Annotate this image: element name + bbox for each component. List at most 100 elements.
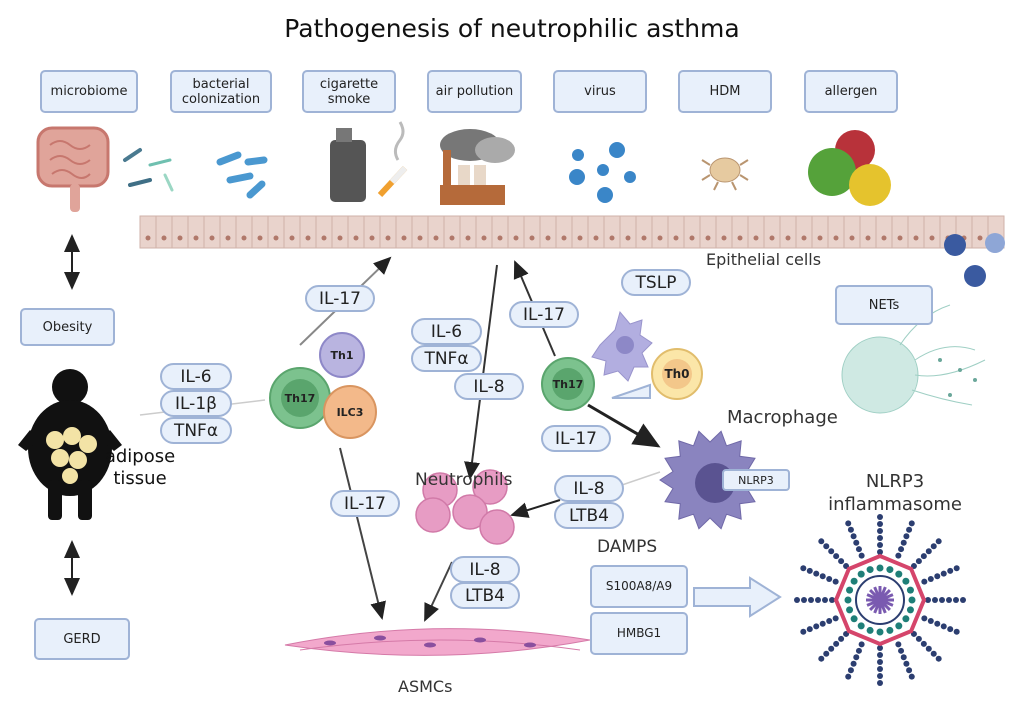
epithelial-cell <box>427 215 445 249</box>
epithelial-cell <box>155 215 173 249</box>
cytokine-il17-macrophage: IL-17 <box>541 425 611 452</box>
inflammasome-bead <box>838 558 845 565</box>
inflammasome-bead <box>853 539 860 546</box>
inflammasome-bead <box>855 546 862 553</box>
asmcs-label: ASMCs <box>398 677 453 696</box>
inflammasome-bead <box>925 548 932 555</box>
trigger-hdm: HDM <box>678 70 772 113</box>
inflammasome-bead <box>819 620 826 627</box>
inflammasome-bead <box>828 548 835 555</box>
epithelial-cell <box>555 215 573 249</box>
epithelial-cell <box>683 215 701 249</box>
epithelial-cell <box>283 215 301 249</box>
epithelial-cell <box>539 215 557 249</box>
inflammasome-bead <box>935 655 942 662</box>
inflammasome-bead <box>877 549 883 555</box>
damps-title: DAMPS <box>597 537 658 557</box>
epithelial-cell <box>491 215 509 249</box>
epithelial-cell <box>827 215 845 249</box>
epithelial-cell <box>219 215 237 249</box>
th0-label: Th0 <box>664 367 690 381</box>
cytokine-tnfa-adipose: TNFα <box>160 417 232 444</box>
inflammasome-bead <box>953 628 960 635</box>
neutrophils-to-asm-arrow <box>424 561 453 622</box>
inflammasome-bead <box>932 597 938 603</box>
ilc3-label: ILC3 <box>336 405 364 419</box>
inflammasome-bead <box>813 623 820 630</box>
nlrp3-tag: NLRP3 <box>722 469 790 491</box>
inflammasome-bead <box>819 573 826 580</box>
cytokine-il8-neutrophils: IL-8 <box>450 556 520 583</box>
inflammasome-bead <box>930 543 937 550</box>
inflammasome-bead <box>903 533 910 540</box>
trigger-cigarette-smoke: cigarette smoke <box>302 70 396 113</box>
cytokine-il1b-adipose: IL-1β <box>160 390 232 417</box>
epithelial-cell <box>171 215 189 249</box>
inflammasome-bead <box>934 620 941 627</box>
epithelial-cell <box>571 215 589 249</box>
th17-to-macrophage-arrow <box>587 403 661 448</box>
epithelial-cell <box>315 215 333 249</box>
inflammasome-bead <box>908 673 915 680</box>
macrophage-to-il8-line <box>621 471 661 486</box>
epithelial-cell <box>411 215 429 249</box>
epithelial-cell <box>443 215 461 249</box>
inflammasome-bead <box>920 640 927 647</box>
inflammasome-bead <box>832 615 839 622</box>
inflammasome-bead <box>908 520 915 527</box>
inflammasome-bead <box>877 680 883 686</box>
inflammasome-bead <box>898 647 905 654</box>
inflammasome-bead <box>915 558 922 565</box>
inflammasome-bead <box>853 654 860 661</box>
inflammasome-bead <box>920 553 927 560</box>
epithelial-cell <box>363 215 381 249</box>
epithelial-cell <box>811 215 829 249</box>
inflammasome-bead <box>845 520 852 527</box>
inflammasome-bead <box>877 659 883 665</box>
inflammasome-bead <box>877 666 883 672</box>
epithelial-cell <box>843 215 861 249</box>
th0-differentiation-arrow-icon <box>611 383 651 399</box>
epithelial-cell <box>603 215 621 249</box>
epithelial-cell <box>651 215 669 249</box>
inflammasome-bead <box>806 626 813 633</box>
inflammasome-bead <box>838 635 845 642</box>
nlrp3-inflammasome-label: NLRP3 inflammasome <box>828 471 962 515</box>
damps-to-inflammasome-arrow <box>693 576 782 618</box>
inflammasome-bead <box>826 575 833 582</box>
ilc3-cell <box>323 385 377 439</box>
inflammasome-bead <box>900 539 907 546</box>
trigger-allergen: allergen <box>804 70 898 113</box>
neutrophils-icon <box>415 469 515 545</box>
inflammasome-bead <box>833 553 840 560</box>
epithelial-cell <box>235 215 253 249</box>
trigger-bacterial-colonization: bacterial colonization <box>170 70 272 113</box>
inflammasome-bead <box>800 628 807 635</box>
trigger-microbiome: microbiome <box>40 70 138 113</box>
obese-person-icon <box>18 369 122 520</box>
inflammasome-bead <box>915 635 922 642</box>
inflammasome-bead <box>832 578 839 585</box>
inflammasome-bead <box>925 597 931 603</box>
epithelium-to-neutrophils-arrow <box>464 264 498 480</box>
epithelial-cell <box>619 215 637 249</box>
inflammasome-bead <box>927 575 934 582</box>
epithelial-cell <box>875 215 893 249</box>
epithelial-cell <box>763 215 781 249</box>
epithelium-layer <box>139 215 1005 249</box>
inflammasome-bead <box>847 667 854 674</box>
nets-box: NETs <box>835 285 933 325</box>
th1-cell <box>319 332 365 378</box>
epithelial-cell <box>523 215 541 249</box>
epithelial-cell <box>923 215 941 249</box>
th1-label: Th1 <box>330 348 354 362</box>
epithelial-cell <box>395 215 413 249</box>
epithelial-cell <box>635 215 653 249</box>
epithelial-cell <box>475 215 493 249</box>
inflammasome-bead <box>877 528 883 534</box>
inflammasome-bead <box>800 565 807 572</box>
epithelial-cell <box>731 215 749 249</box>
trigger-virus: virus <box>553 70 647 113</box>
cytokine-il8-macrophage: IL-8 <box>554 475 624 502</box>
